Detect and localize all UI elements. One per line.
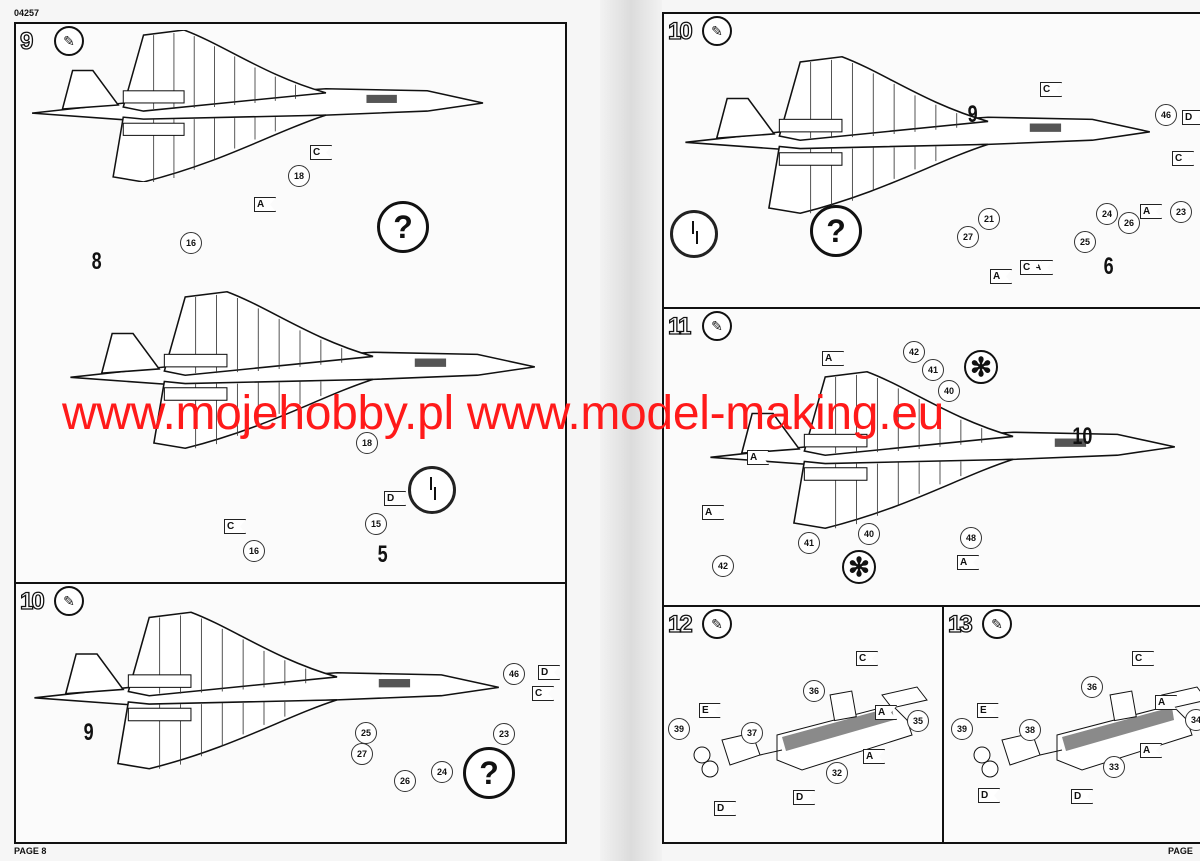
part-number-callout: 16 <box>180 232 202 254</box>
sub-assembly-number: 10 <box>1072 423 1093 450</box>
part-number-callout: 18 <box>356 432 378 454</box>
part-number-callout: 46 <box>503 663 525 685</box>
part-number-callout: 41 <box>798 532 820 554</box>
part-number-callout: 48 <box>960 527 982 549</box>
part-number-callout: 26 <box>1118 212 1140 234</box>
concorde-drawing <box>24 598 504 783</box>
part-number-callout: 42 <box>903 341 925 363</box>
part-number-callout: 27 <box>351 743 373 765</box>
part-number-callout: 23 <box>1170 201 1192 223</box>
part-number-callout: 32 <box>826 762 848 784</box>
colour-code-flag: D <box>384 491 407 506</box>
part-number-callout: 35 <box>907 710 929 732</box>
part-number-callout: 36 <box>1081 676 1103 698</box>
concorde-drawing <box>20 30 490 182</box>
page-gutter <box>600 0 662 861</box>
sub-assembly-number: 5 <box>377 541 388 568</box>
sub-assembly-number: 9 <box>83 719 94 746</box>
part-number-callout: 24 <box>431 761 453 783</box>
part-number-callout: 34 <box>1185 709 1200 731</box>
glue-tube-icon: ✎ <box>702 609 732 639</box>
part-number-callout: 25 <box>355 722 377 744</box>
part-number-callout: 37 <box>741 722 763 744</box>
glue-tube-icon: ✎ <box>54 586 84 616</box>
asterisk-icon: ✻ <box>964 350 998 384</box>
part-number-callout: 38 <box>1019 719 1041 741</box>
colour-code-flag: A <box>702 505 725 520</box>
step-number: 10 <box>19 587 45 615</box>
page-number: PAGE 8 <box>14 846 47 856</box>
kit-code: 04257 <box>14 8 40 18</box>
part-number-callout: 24 <box>1096 203 1118 225</box>
part-number-callout: 21 <box>978 208 1000 230</box>
concorde-drawing <box>675 35 1155 235</box>
colour-code-flag: D <box>714 801 737 816</box>
part-number-callout: 39 <box>668 718 690 740</box>
colour-code-flag: E <box>699 703 721 718</box>
glue-tube-icon: ✎ <box>982 609 1012 639</box>
asterisk-icon: ✻ <box>842 550 876 584</box>
colour-code-flag: D <box>1182 110 1200 125</box>
step-number: 12 <box>667 610 693 638</box>
sub-assembly-number: 9 <box>967 101 978 128</box>
part-number-callout: 46 <box>1155 104 1177 126</box>
watermark: www.mojehobby.pl www.model-making.eu <box>62 387 945 440</box>
part-number-callout: 23 <box>493 723 515 745</box>
step-number: 11 <box>667 312 692 340</box>
page-number-right: PAGE <box>1168 846 1193 856</box>
part-number-callout: 18 <box>288 165 310 187</box>
step-number: 13 <box>947 610 973 638</box>
part-number-callout: 16 <box>243 540 265 562</box>
part-number-callout: 25 <box>1074 231 1096 253</box>
part-number-callout: 15 <box>365 513 387 535</box>
colour-code-flag: A <box>747 450 770 465</box>
part-number-callout: 41 <box>922 359 944 381</box>
part-number-callout: 27 <box>957 226 979 248</box>
part-number-callout: 26 <box>394 770 416 792</box>
part-number-callout: 36 <box>803 680 825 702</box>
step-number: 9 <box>19 27 34 55</box>
question-mark-icon: ? <box>810 205 862 257</box>
question-mark-icon: ? <box>377 201 429 253</box>
part-number-callout: 40 <box>938 380 960 402</box>
drying-clock-icon <box>408 466 456 514</box>
cockpit-assembly-drawing <box>962 675 1200 815</box>
question-mark-icon: ? <box>463 747 515 799</box>
part-number-callout: 33 <box>1103 756 1125 778</box>
sub-assembly-number: 6 <box>1103 253 1114 280</box>
sub-assembly-number: 8 <box>91 248 102 275</box>
glue-tube-icon: ✎ <box>702 16 732 46</box>
part-number-callout: 42 <box>712 555 734 577</box>
part-number-callout: 39 <box>951 718 973 740</box>
drying-clock-icon <box>670 210 718 258</box>
colour-code-flag: D <box>978 788 1001 803</box>
glue-tube-icon: ✎ <box>702 311 732 341</box>
part-number-callout: 40 <box>858 523 880 545</box>
step-number: 10 <box>667 17 693 45</box>
glue-tube-icon: ✎ <box>54 26 84 56</box>
